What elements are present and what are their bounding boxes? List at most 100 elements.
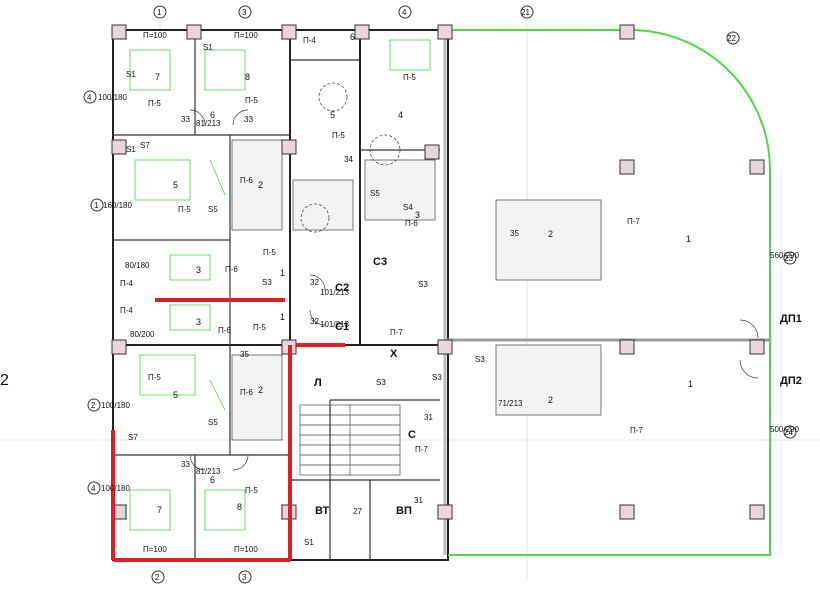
side-label: 2 [0,372,9,389]
tag-p7-3: П-7 [415,445,428,454]
fire-walls [111,298,345,562]
tag-n35-2: 35 [510,229,519,238]
tag-p5-4: П-5 [332,131,345,140]
interior-walls [113,30,440,560]
tag-p4-1: П-4 [303,36,316,45]
room-2-top: 2 [258,180,263,190]
tag-p5-2: П-5 [245,96,258,105]
room-8-bottom: 8 [237,502,242,512]
dim-left-5: 80/180 [125,261,150,270]
tag-n33-1: 33 [181,115,190,124]
axis-top-21: 21 [521,8,530,17]
room-2-open-top: 2 [548,229,553,239]
tag-p5-5: П-5 [178,205,191,214]
room-1-hall: 1 [280,268,285,278]
tag-s1-4: S1 [304,538,314,547]
tag-door-101-213-a: 101/213 [320,288,349,297]
tag-p5-7: П-5 [253,323,266,332]
tag-p6-1: П-6 [240,176,253,185]
room-L: Л [314,377,322,389]
room-5-top: 5 [173,180,178,190]
tag-p4-2: П-4 [120,279,133,288]
door-DP2: ДП2 [780,375,802,387]
tag-p5-3: П-5 [403,73,416,82]
axis-left-4a: 4 [87,93,92,102]
axis-markers-right [726,31,797,439]
tag-p7-2: П-7 [390,328,403,337]
tag-p5-6: П-5 [263,248,276,257]
axis-bottom-3: 3 [242,573,247,582]
bathrooms [231,139,602,441]
room-2-bottom: 2 [258,385,263,395]
door-swings [189,82,759,471]
room-7-bottom: 7 [157,505,162,515]
tag-n32-2: 32 [310,317,319,326]
tag-n32-1: 32 [310,278,319,287]
room-C: C [408,429,416,441]
room-8-top: 8 [245,72,250,82]
axis-right-22: 22 [727,34,736,43]
room-VT: ВТ [315,505,330,517]
tag-p5-8: П-5 [148,373,161,382]
room-4-top: 4 [398,110,403,120]
room-3-right: 3 [415,210,420,220]
dim-left-3: 100/180 [101,401,130,410]
axis-left-1: 1 [94,201,99,210]
dim-left-2: 160/180 [103,201,132,210]
room-5-mid: 5 [330,110,335,120]
tag-p6-5: П-6 [405,219,418,228]
axis-markers-left [83,90,104,495]
room-3-top: 3 [196,265,201,275]
tag-p5-9: П-5 [245,486,258,495]
columns [111,24,765,520]
tag-s1-3: S1 [126,145,136,154]
tag-p6-2: П-6 [240,388,253,397]
dim-left-4: 100/180 [101,484,130,493]
tag-door-101-213-b: 101/213 [320,320,349,329]
room-X: X [390,348,398,360]
dim-top-left: П=100 [143,31,167,40]
room-5-bottom: 5 [173,390,178,400]
tag-s5-2: S5 [370,189,380,198]
tag-s4: S4 [403,203,413,212]
axis-left-2: 2 [91,401,96,410]
tag-s5-1: S5 [208,205,218,214]
tag-s5-3: S5 [208,418,218,427]
tag-s3-1: S3 [262,278,272,287]
room-6-top-a: 6 [210,110,215,120]
tag-n31-1: 31 [424,413,433,422]
dim-top-mid: П=100 [234,31,258,40]
dim-left-1: 100/180 [98,93,127,102]
axis-markers-top [153,5,534,19]
staircase [299,404,401,476]
tag-s7-2: S7 [128,433,138,442]
axis-top-1: 1 [157,8,162,17]
tag-s3-5: S3 [475,355,485,364]
room-C3: C3 [373,256,387,268]
dim-right-2: 500/290 [770,425,799,434]
axis-bottom-2: 2 [155,573,160,582]
axis-right-23: 23 [784,254,793,263]
axis-top-4: 4 [402,8,407,17]
tag-n27: 27 [353,507,362,516]
room-6-bottom: 6 [210,475,215,485]
tag-door-71-213: 71/213 [498,399,523,408]
open-floor-outline [448,29,771,556]
dim-bottom-mid: П=100 [234,545,258,554]
tag-p7-1: П-7 [627,217,640,226]
axis-top-3: 3 [242,8,247,17]
room-6-top-b: 6 [350,32,355,42]
axis-right-24: 24 [784,428,793,437]
tag-n33-2: 33 [244,115,253,124]
tag-p6-4: П-6 [218,326,231,335]
tag-s1-1: S1 [203,43,213,52]
tag-n34: 34 [344,155,353,164]
tag-n31-2: 31 [414,496,423,505]
tag-s3-2: S3 [418,280,428,289]
axis-markers-bottom [151,570,252,584]
room-1-open-top: 1 [686,234,691,244]
room-C1: C1 [335,321,349,333]
grid-axes [0,20,820,580]
tag-s7-1: S7 [140,141,150,150]
tag-n35-1: 35 [240,350,249,359]
